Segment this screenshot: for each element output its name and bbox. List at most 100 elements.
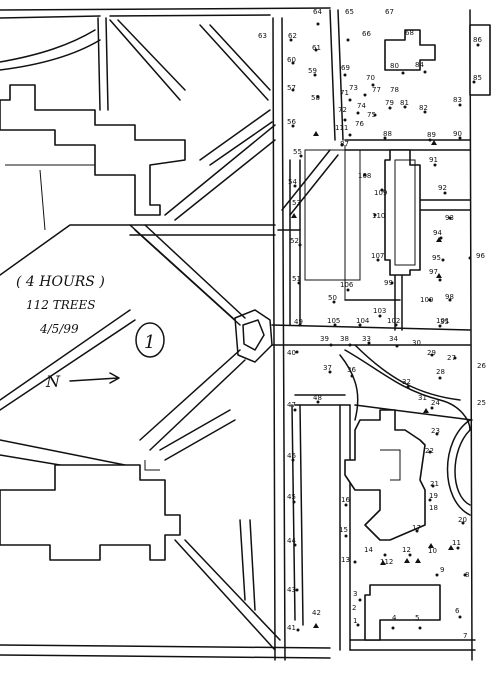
tree-label: 51	[292, 275, 301, 283]
tree-label: 1	[353, 617, 357, 625]
tree-label: 91	[429, 156, 438, 164]
tree-label: 67	[385, 8, 394, 16]
tree-label: 88	[383, 130, 392, 138]
tree-label: 30	[412, 339, 421, 347]
tree-label: 3	[353, 590, 357, 598]
tree-label: 37	[323, 364, 332, 372]
tree-label: 7	[463, 632, 467, 640]
tree-label: 65	[345, 8, 354, 16]
tree-label: 61	[312, 44, 321, 52]
tree-label: 50	[328, 294, 337, 302]
tree-label: 71	[340, 89, 349, 97]
tree-label: 25	[477, 399, 486, 407]
tree-label: 83	[453, 96, 462, 104]
tree-label: 43	[287, 586, 296, 594]
tree-label: 63	[258, 32, 267, 40]
tree-label: 112	[380, 558, 393, 566]
tree-label: 80	[390, 62, 399, 70]
tree-label: 21	[430, 480, 439, 488]
tree-label: 12	[402, 546, 411, 554]
tree-label: 39	[320, 335, 329, 343]
tree-label: 5	[415, 614, 419, 622]
map-annotations: ( 4 HOURS ) 112 TREES 4/5/99 1 N	[16, 274, 165, 391]
north-label: N	[45, 372, 61, 391]
tree-label: 93	[445, 214, 454, 222]
tree-label: 72	[338, 106, 347, 114]
tree-label: 45	[287, 493, 296, 501]
tree-label: 111	[335, 124, 348, 132]
tree-label: 78	[390, 86, 399, 94]
tree-label: 6	[455, 607, 460, 615]
title-trees: 112 TREES	[26, 298, 96, 312]
tree-label: 100	[420, 296, 433, 304]
tree-label: 60	[287, 56, 296, 64]
tree-label: 92	[438, 184, 447, 192]
tree-label: 75	[367, 111, 376, 119]
tree-label: 106	[340, 281, 354, 289]
tree-label: 13	[341, 556, 350, 564]
tree-label: 31	[418, 394, 427, 402]
tree-label: 74	[357, 102, 366, 110]
tree-label: 95	[432, 254, 441, 262]
tree-label: 55	[293, 148, 302, 156]
tree-label: 32	[402, 378, 411, 386]
tree-label: 98	[445, 293, 454, 301]
tree-label: 52	[290, 237, 299, 245]
tree-label: 110	[372, 212, 385, 220]
tree-label: 42	[312, 609, 321, 617]
tree-label: 82	[419, 104, 428, 112]
tree-label: 23	[431, 427, 440, 435]
section-number-circle	[135, 322, 165, 358]
tree-label: 79	[385, 99, 394, 107]
tree-label: 85	[473, 74, 482, 82]
tree-label: 38	[340, 335, 349, 343]
tree-label: 66	[362, 30, 371, 38]
tree-label: 8	[465, 571, 469, 579]
tree-label: 49	[294, 318, 303, 326]
tree-label: 87	[340, 140, 349, 148]
tree-label: 9	[440, 566, 444, 574]
tree-label: 53	[292, 199, 301, 207]
tree-label: 73	[349, 84, 358, 92]
tree-markers	[289, 22, 480, 632]
tree-label: 109	[374, 189, 387, 197]
north-arrow-icon	[69, 377, 119, 382]
tree-label: 81	[400, 99, 409, 107]
tree-label: 62	[288, 32, 297, 40]
tree-label: 26	[477, 362, 486, 370]
tree-label: 96	[476, 252, 485, 260]
tree-label: 70	[366, 74, 375, 82]
tree-label: 18	[429, 504, 438, 512]
tree-label: 16	[341, 496, 350, 504]
tree-label: 103	[373, 307, 386, 315]
tree-label: 86	[473, 36, 482, 44]
tree-label: 11	[452, 539, 461, 547]
north-arrowhead-icon	[109, 372, 120, 384]
survey-date: 4/5/99	[39, 322, 79, 336]
tree-label: 2	[352, 604, 356, 612]
tree-label: 90	[453, 130, 462, 138]
tree-label: 4	[392, 614, 397, 622]
tree-label: 24	[431, 399, 440, 407]
tree-label: 107	[371, 252, 384, 260]
tree-label: 15	[339, 526, 348, 534]
tree-label: 94	[433, 229, 442, 237]
tree-label: 99	[384, 279, 393, 287]
tree-label: 101	[436, 317, 449, 325]
tree-label: 64	[313, 8, 322, 16]
tree-label: 17	[412, 524, 421, 532]
tree-label: 108	[358, 172, 371, 180]
tree-label: 34	[389, 335, 398, 343]
tree-label: 58	[311, 94, 320, 102]
tree-label: 27	[447, 354, 456, 362]
tree-label: 69	[341, 64, 350, 72]
tree-label: 76	[355, 120, 364, 128]
tree-label: 56	[287, 118, 296, 126]
tree-label: 35	[440, 318, 449, 326]
tree-label: 28	[436, 368, 445, 376]
tree-label: 29	[427, 349, 436, 357]
tree-label: 20	[458, 516, 467, 524]
tree-label: 102	[387, 317, 400, 325]
buildings	[0, 24, 491, 641]
